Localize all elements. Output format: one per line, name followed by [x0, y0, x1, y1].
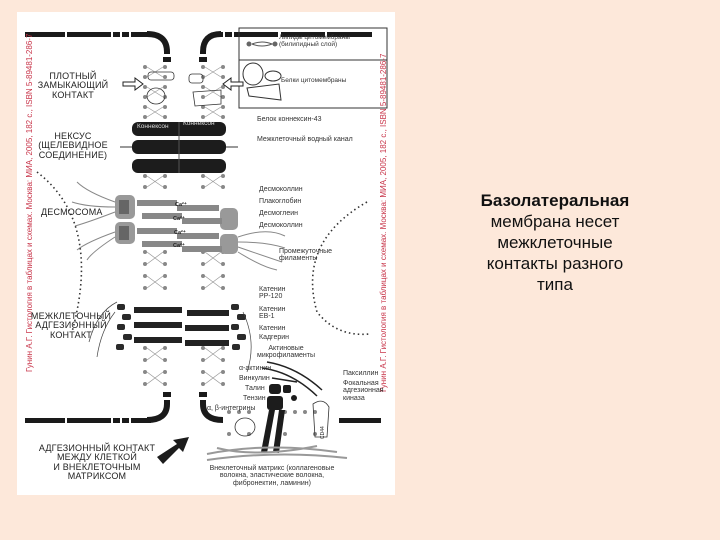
adhesion-junction-label: МЕЖКЛЕТОЧНЫЙ АДГЕЗИОННЫЙ КОНТАКТ — [30, 311, 112, 340]
catenin-eb1-label: Катенин EB-1 — [259, 306, 286, 321]
intermediate-filaments-label: Промежуточные филаменты — [279, 248, 333, 263]
calcium-label-2: Ca²⁺ — [173, 216, 185, 222]
caption-line: контакты разного — [486, 254, 624, 273]
caption-line: мембрана несет — [490, 212, 620, 231]
calcium-label-3: Ca²⁺ — [174, 230, 186, 236]
calcium-label-4: Ca²⁺ — [173, 243, 185, 249]
adherens-junction — [88, 301, 252, 373]
catenin-p120-label: Катенин PP-120 — [259, 286, 286, 301]
slide-caption: Базолатеральная мембрана несет межклеточ… — [448, 190, 662, 295]
connexon-label-right: Коннексон — [183, 120, 215, 127]
caption-line: межклеточные — [497, 233, 613, 252]
diagram-artwork — [25, 27, 388, 464]
desmoglein-label: Десмоглеин — [259, 210, 298, 217]
cd44-label: CD44 — [319, 426, 326, 440]
cadherin-label: Кадгерин — [259, 334, 290, 341]
tight-junction-label: ПЛОТНЫЙ ЗАМЫКАЮЩИЙ КОНТАКТ — [37, 71, 109, 100]
vinculin-label: Винкулин — [239, 375, 270, 382]
plakoglobin-label: Плакоглобин — [259, 198, 302, 205]
matrix-caption: Внеклеточный матрикс (коллагеновые волок… — [209, 465, 335, 487]
calcium-label-1: Ca²⁺ — [175, 202, 187, 208]
desmocollin-label-1: Десмоколлин — [259, 186, 303, 193]
desmocollin-label-2: Десмоколлин — [259, 222, 303, 229]
actin-filaments-label: Актиновые микрофиламенты — [257, 345, 316, 360]
connexin-label: Белок коннексин-43 — [257, 116, 322, 123]
connexon-label-left: Коннексон — [137, 123, 169, 130]
desmosome — [71, 181, 286, 271]
legend-lipids-label: Липиды цитомембраны (билипидный слой) — [279, 34, 350, 48]
citation-right: Гунин А.Г. Гистология в таблицах и схема… — [379, 53, 388, 392]
junction-diagram-figure: Гунин А.Г. Гистология в таблицах и схема… — [17, 12, 395, 495]
nexus-label: НЕКСУС (ЩЕЛЕВИДНОЕ СОЕДИНЕНИЕ) — [38, 131, 108, 160]
connexon-cylinders — [120, 122, 238, 173]
caption-line: типа — [537, 275, 573, 294]
legend-proteins-label: Белки цитомембраны — [281, 77, 347, 84]
talin-label: Талин — [245, 385, 265, 392]
matrix-adhesion-label: АДГЕЗИОННЫЙ КОНТАКТ МЕЖДУ КЛЕТКОЙ И ВНЕК… — [38, 443, 156, 482]
channel-label: Межклеточный водный канал — [257, 136, 353, 143]
desmosome-label: ДЕСМОСОМА — [41, 207, 103, 217]
tensin-label: Тензин — [243, 395, 266, 402]
alpha-actinin-label: α-актинин — [239, 365, 272, 372]
fak-label: Фокальная адгезионная киназа — [343, 380, 384, 402]
integrins-label: α, β-интегрины — [207, 405, 256, 412]
paxillin-label: Паксиллин — [343, 370, 379, 377]
caption-title: Базолатеральная — [480, 191, 630, 210]
catenin-label: Катенин — [259, 325, 286, 332]
